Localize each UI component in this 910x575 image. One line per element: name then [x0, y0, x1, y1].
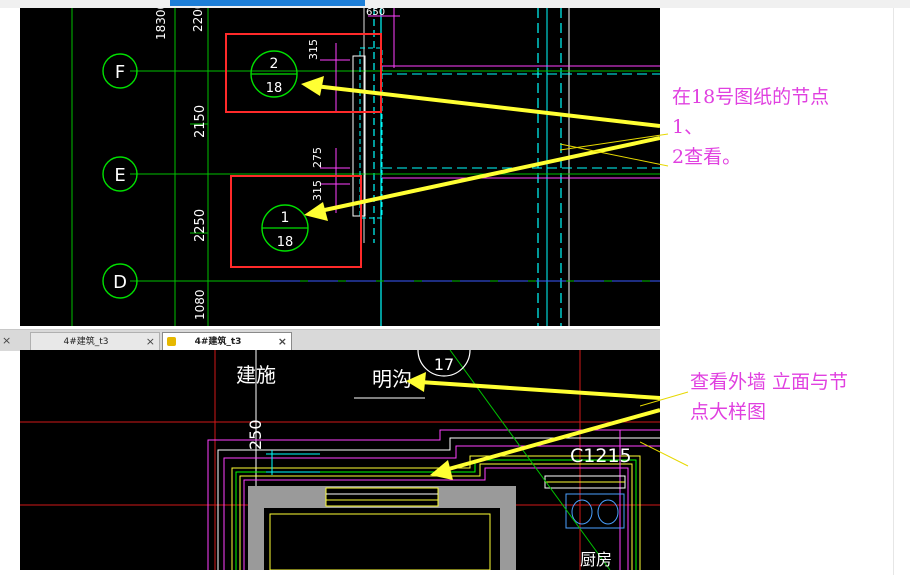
dim-text-18300: 18300: [154, 8, 168, 40]
arrow-to-mingou: [419, 380, 660, 400]
tab-drawing-2-active[interactable]: 4#建筑_t3 ×: [162, 332, 292, 350]
dim-text-650: 650: [366, 8, 385, 18]
detail-marker-2-sheet: 18: [266, 81, 283, 96]
title-highlight: [170, 0, 365, 6]
note1-line-3: 2查看。: [672, 146, 742, 168]
note2-line-1: 查看外墙 立面与节: [690, 371, 849, 393]
dim-text-275: 275: [311, 147, 324, 168]
detail-marker-2-num: 2: [270, 56, 279, 72]
window-top-bar: [0, 0, 910, 8]
note1-line-1: 在18号图纸的节点: [672, 86, 830, 108]
dim-250: 250: [246, 419, 265, 450]
tab-label: 4#建筑_t3: [194, 337, 242, 347]
left-margin: [0, 8, 20, 575]
detail-marker-1: 1 18: [261, 204, 309, 252]
axis-label-f: F: [115, 62, 125, 83]
annotation-note-1: 在18号图纸的节点 1、 2查看。: [672, 82, 872, 172]
tab-label: 4#建筑_t3: [63, 337, 109, 347]
detail-marker-2: 2 18: [250, 50, 298, 98]
dim-text-2250: 2250: [193, 209, 208, 242]
arrow-to-node2: [314, 84, 660, 128]
note1-line-2: 1、: [672, 116, 704, 138]
highlight-box-node2: [225, 33, 382, 113]
axis-label-e: E: [114, 165, 125, 186]
axis-bubble-f: F: [102, 53, 138, 89]
axis-label-d: D: [113, 272, 127, 293]
close-icon[interactable]: ×: [277, 335, 287, 348]
dim-text-315a: 315: [307, 39, 320, 60]
marker-17: 17: [434, 355, 454, 374]
highlight-box-node1: [230, 175, 362, 268]
label-jianshi: 建施: [236, 363, 276, 387]
tab-drawing-1[interactable]: 4#建筑_t3 ×: [30, 332, 160, 350]
drawing-tab-bar: × 4#建筑_t3 × 4#建筑_t3 ×: [0, 329, 660, 351]
detail-marker-1-sheet: 18: [277, 235, 294, 250]
axis-bubble-d: D: [102, 263, 138, 299]
leader-line-bottom: [640, 391, 689, 467]
leader-line-top: [560, 133, 669, 167]
cad-drawing-bottom[interactable]: C1215 17 建施 明沟 250 厨房: [20, 350, 660, 570]
annotation-note-2: 查看外墙 立面与节 点大样图: [690, 367, 895, 427]
right-scrollbar[interactable]: [893, 8, 910, 575]
dim-text-2200: 2200: [191, 8, 205, 32]
note2-line-2: 点大样图: [690, 401, 767, 423]
dim-text-1080: 1080: [193, 289, 207, 320]
label-mingou: 明沟: [372, 367, 412, 391]
tabbar-close-icon[interactable]: ×: [2, 334, 12, 347]
room-label: 厨房: [580, 550, 612, 569]
close-icon[interactable]: ×: [145, 335, 155, 348]
arrow-to-node1: [319, 136, 660, 213]
dim-text-2150: 2150: [193, 105, 208, 138]
cad-drawing-top[interactable]: F E D 18300 2200 2150 2250 1080 650 315 …: [20, 8, 660, 326]
detail-marker-1-num: 1: [281, 210, 290, 226]
window-code: C1215: [570, 445, 632, 467]
arrow-to-wall: [444, 408, 660, 472]
axis-bubble-e: E: [102, 156, 138, 192]
lock-icon: [167, 337, 176, 346]
dim-text-315b: 315: [311, 180, 324, 201]
